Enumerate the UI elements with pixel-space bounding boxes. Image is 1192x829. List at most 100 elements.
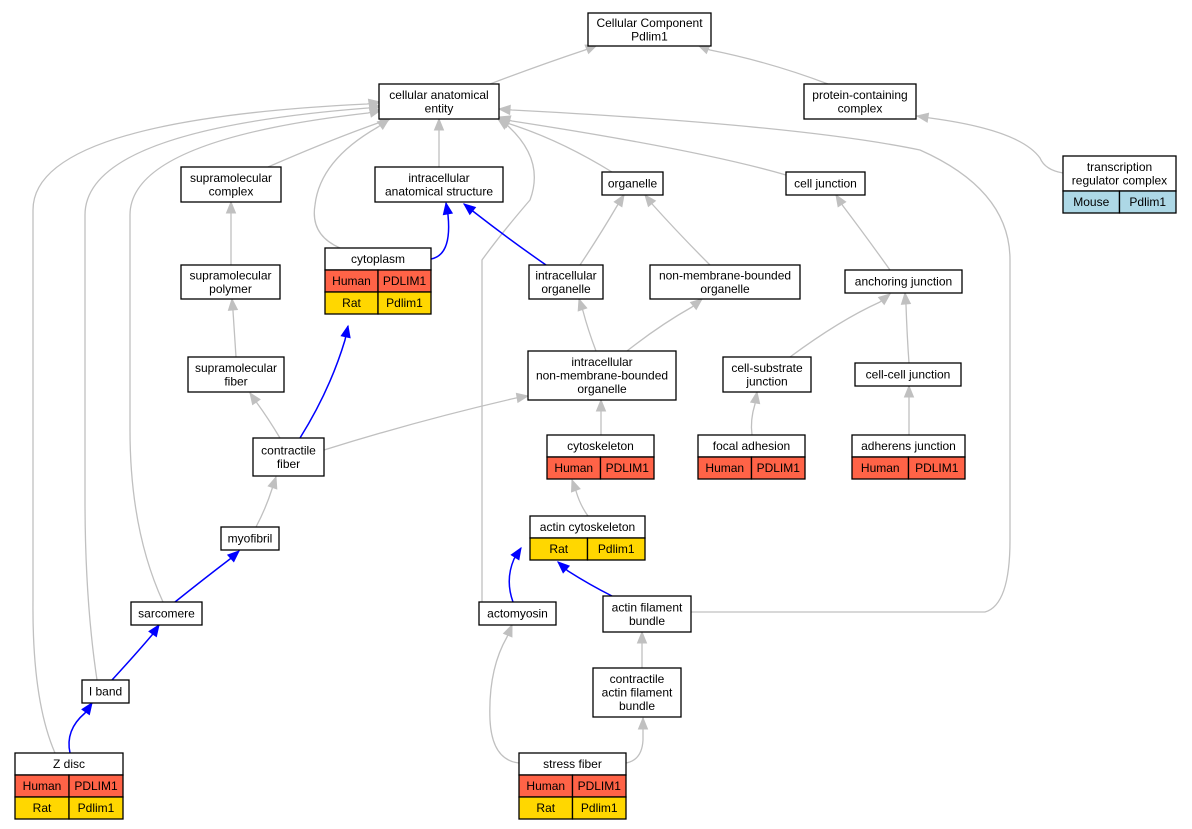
edge-arrowhead (226, 550, 240, 563)
node-label: intracellular (571, 355, 632, 369)
edge-arrowhead (340, 324, 351, 339)
node-box (803, 83, 917, 120)
edge-i_band-to-sarcomere (111, 623, 160, 681)
node-sarcomere[interactable]: sarcomere (130, 601, 203, 626)
node-label: regulator complex (1072, 173, 1167, 187)
node-box (187, 356, 285, 393)
node-label: non-membrane-bounded (659, 268, 791, 282)
edge-actin_filament_bundle-to-cellular_anatomical_entity (497, 104, 1011, 613)
edge-arrowhead (877, 293, 892, 306)
edge-line (267, 117, 392, 168)
edge-arrowhead (637, 716, 649, 730)
node-label: cell-substrate (731, 361, 803, 375)
node-cell-junction[interactable]: cell junction (785, 171, 866, 196)
node-box (601, 171, 664, 196)
edge-cellular_anatomical_entity-to-cellular_component (489, 44, 599, 85)
node-box (1062, 155, 1177, 192)
edge-myofibril-to-contractile_fiber (255, 475, 278, 528)
gene-label: Pdlim1 (598, 542, 635, 556)
edge-arrowhead (510, 546, 522, 561)
node-label: protein-containing (812, 88, 907, 102)
edge-sarcomere-to-myofibril (174, 550, 240, 603)
edge-arrowhead (613, 193, 625, 208)
node-actomyosin[interactable]: actomyosin (478, 601, 557, 626)
edge-line (789, 293, 891, 358)
node-i-band[interactable]: I band (81, 679, 130, 704)
gene-cell (571, 796, 627, 820)
node-label: complex (209, 184, 254, 198)
node-label: sarcomere (138, 607, 195, 621)
node-label: cellular anatomical (389, 88, 488, 102)
node-box (528, 264, 604, 300)
node-box (602, 595, 692, 633)
edge-arrowhead (227, 297, 239, 311)
node-box (220, 526, 280, 551)
node-label: cytoplasm (351, 252, 405, 266)
node-organelle[interactable]: organelle (601, 171, 664, 196)
node-label: organelle (700, 282, 750, 296)
edge-contractile_fiber-to-supramolecular_fiber (249, 391, 281, 439)
node-intracellular-nmb-organelle[interactable]: intracellularnon-membrane-boundedorganel… (527, 350, 677, 401)
edge-arrowhead (595, 398, 607, 412)
node-box (844, 269, 963, 294)
node-label: Pdlim1 (631, 29, 668, 43)
node-box (527, 350, 677, 401)
edge-transcription_regulator_complex-to-protein_containing_complex (915, 112, 1064, 174)
gene-label: Pdlim1 (78, 801, 115, 815)
node-cell-cell-junction[interactable]: cell-cell junction (854, 362, 962, 387)
node-label: supramolecular (190, 171, 272, 185)
edge-line (578, 298, 597, 352)
edge-arrowhead (497, 104, 511, 116)
node-myofibril[interactable]: myofibril (220, 526, 280, 551)
edge-contractile_fiber-to-cytoplasm (299, 324, 351, 439)
edge-line (697, 44, 829, 85)
node-box (180, 264, 281, 300)
node-label: non-membrane-bounded (536, 369, 668, 383)
node-label: cytoskeleton (567, 439, 634, 453)
node-box (374, 166, 504, 203)
edge-intracellular_organelle-to-intracellular_anatomical_structure (462, 203, 547, 266)
node-box (587, 12, 712, 47)
edge-line (579, 194, 625, 266)
gene-label: Pdlim1 (581, 801, 618, 815)
node-label: fiber (277, 457, 300, 471)
edge-arrowhead (577, 297, 588, 312)
edge-stress_fiber-to-actomyosin (489, 623, 520, 764)
node-anchoring-junction[interactable]: anchoring junction (844, 269, 963, 294)
node-label: bundle (629, 614, 665, 628)
node-label: contractile (261, 443, 316, 457)
node-label: junction (745, 374, 787, 388)
gene-label: PDLIM1 (383, 274, 427, 288)
species-label: Human (554, 461, 593, 475)
edge-arrowhead (835, 193, 847, 208)
node-label: I band (89, 685, 122, 699)
edge-line (299, 325, 349, 439)
edge-line (111, 624, 160, 681)
node-label: organelle (541, 282, 591, 296)
node-label: intracellular (408, 171, 469, 185)
edge-supramolecular_fiber-to-supramolecular_polymer (227, 297, 239, 358)
